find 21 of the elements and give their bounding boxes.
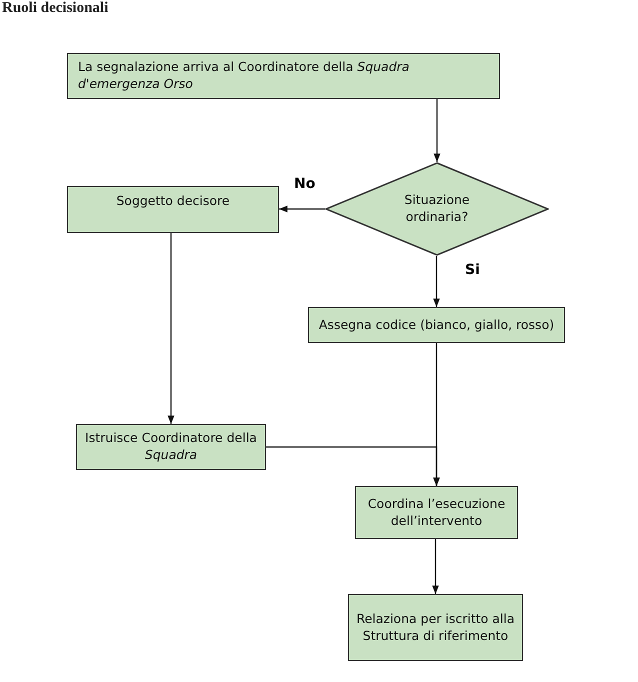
process-box	[76, 424, 266, 470]
process-box	[348, 594, 523, 661]
node-text: Istruisce Coordinatore della Squadra	[84, 430, 258, 464]
node-text: Relaziona per iscritto alla Struttura di riferimento	[356, 610, 515, 644]
node-text: Situazione ordinaria?	[403, 192, 471, 226]
process-box	[308, 307, 565, 343]
diagram-title: Ruoli decisionali	[2, 0, 108, 17]
process-box	[67, 53, 500, 99]
node-text: Coordina l’esecuzione dell’intervento	[366, 496, 506, 530]
process-box	[355, 486, 518, 539]
process-box	[67, 186, 279, 233]
arrow	[168, 233, 174, 424]
arrow	[266, 446, 440, 486]
node-text: La segnalazione arriva al Coordinatore della Squadra d'emergenza Orso	[78, 59, 410, 93]
node-text: Soggetto decisore	[116, 193, 230, 210]
arrow	[434, 99, 440, 162]
decision-diamond	[325, 162, 549, 256]
node-text: Assegna codice (bianco, giallo, rosso)	[318, 316, 554, 334]
arrow	[279, 206, 325, 212]
arrow	[433, 256, 440, 307]
arrow	[432, 539, 439, 594]
